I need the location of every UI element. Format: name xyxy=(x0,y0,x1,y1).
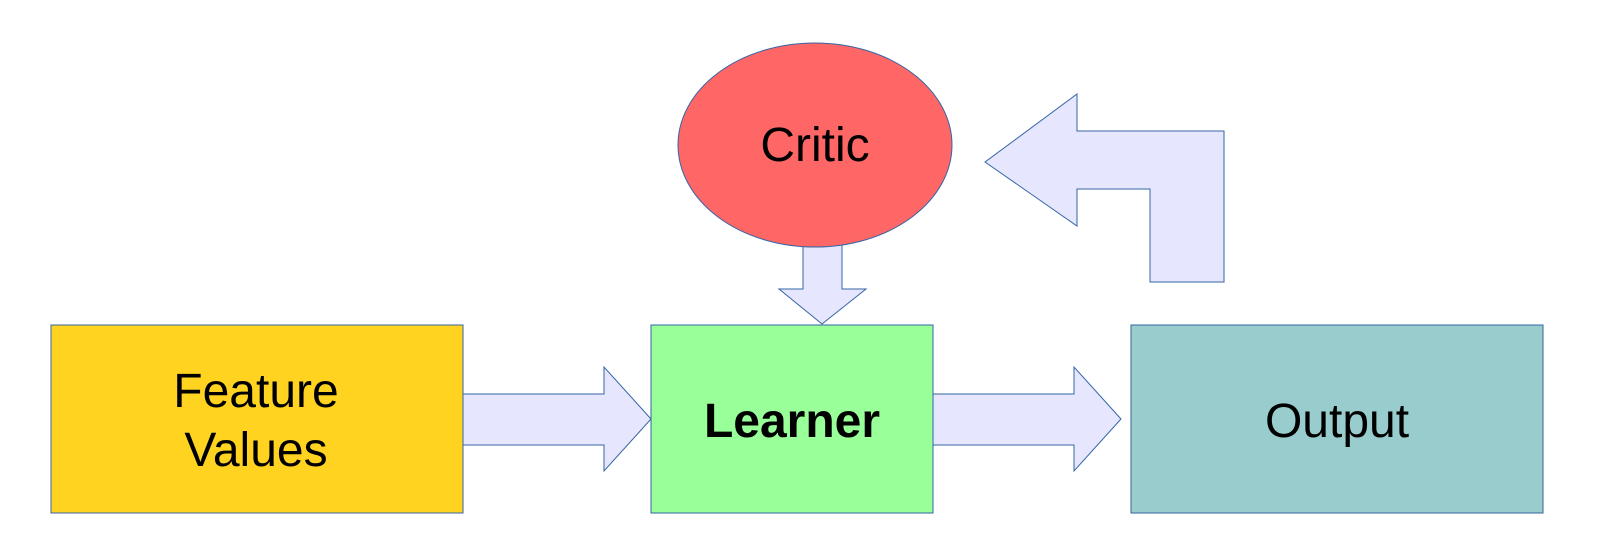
node-feature-values xyxy=(50,324,464,514)
node-learner-label: Learner xyxy=(704,395,880,448)
arrow-output-to-critic xyxy=(984,93,1225,283)
arrow-critic-to-learner xyxy=(777,238,868,325)
node-output xyxy=(1130,324,1544,514)
arrow-learner-to-output xyxy=(932,365,1122,473)
node-feature-values-label-line1: Feature xyxy=(173,365,338,418)
node-learner xyxy=(650,324,934,514)
node-critic-label: Critic xyxy=(760,119,869,172)
node-output-label: Output xyxy=(1265,395,1409,448)
node-feature-values-label-line2: Values xyxy=(184,424,327,477)
node-critic xyxy=(677,42,953,248)
arrow-feature-to-learner xyxy=(462,365,652,473)
